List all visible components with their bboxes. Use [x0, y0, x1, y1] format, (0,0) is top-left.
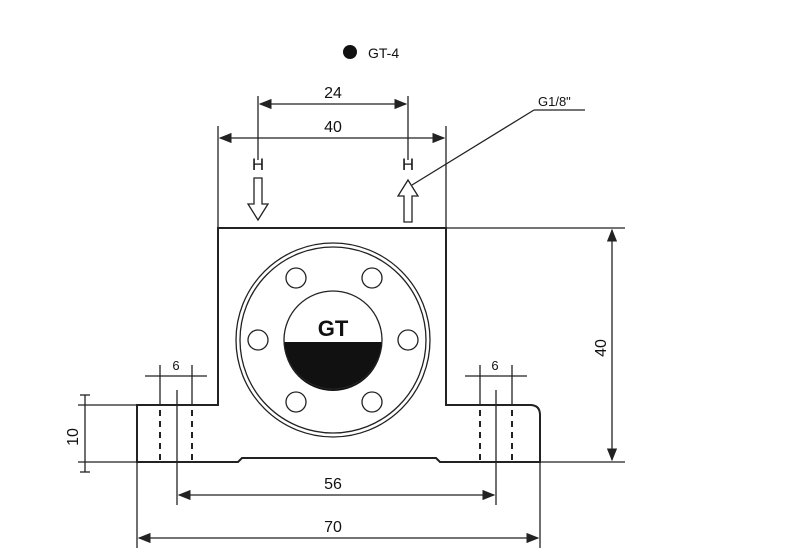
svg-text:40: 40: [593, 339, 610, 357]
model-title: GT-4: [368, 45, 399, 61]
port-mark-inlet: H: [252, 155, 264, 174]
dim-hole-spacing: 56: [177, 476, 496, 501]
dim-port-spacing: 24: [257, 85, 409, 160]
dim-overall-width: 70: [136, 462, 541, 548]
right-mount-hole: 6: [465, 358, 527, 505]
inlet-arrow-icon: [246, 177, 270, 222]
svg-text:6: 6: [491, 358, 498, 373]
svg-text:10: 10: [65, 428, 82, 446]
face-plate: GT: [235, 242, 431, 438]
svg-text:24: 24: [324, 85, 342, 102]
dim-height: 40: [593, 228, 618, 462]
svg-text:G1/8": G1/8": [538, 94, 571, 109]
outlet-arrow-icon: [396, 178, 420, 223]
dim-foot-height: 10: [65, 394, 90, 473]
logo-text: GT: [318, 316, 349, 341]
left-mount-hole: 6: [145, 358, 207, 505]
vibrator-body: [136, 227, 541, 463]
svg-text:56: 56: [324, 476, 342, 493]
svg-text:6: 6: [172, 358, 179, 373]
bullet-icon: [343, 45, 357, 59]
port-callout: G1/8": [411, 94, 585, 186]
dim-top-width: 40: [217, 119, 447, 228]
svg-text:40: 40: [324, 119, 342, 136]
svg-text:70: 70: [324, 519, 342, 536]
port-mark-outlet: H: [402, 155, 414, 174]
